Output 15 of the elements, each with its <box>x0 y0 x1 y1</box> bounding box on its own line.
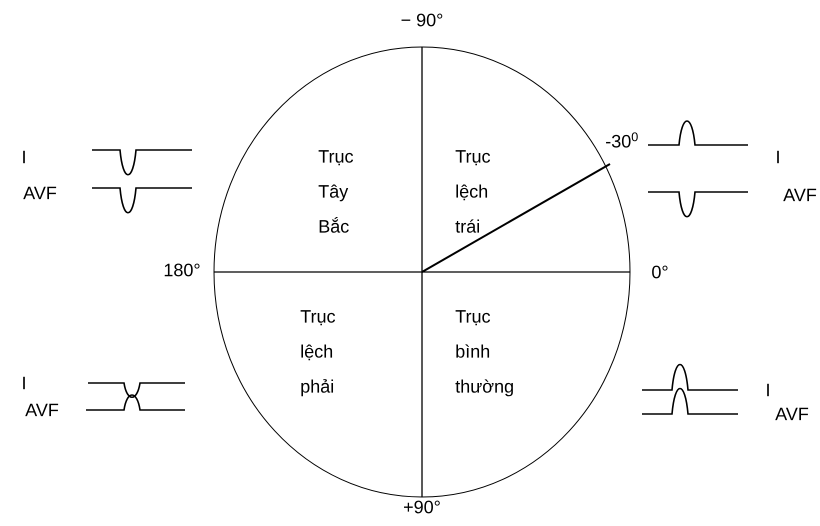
quadrant-label: Trục lệch phải <box>300 310 336 396</box>
degree-label: -30$^{0}$ <box>606 132 638 148</box>
quadrant-label: Trục bình thường <box>455 310 513 396</box>
degree-label: 0° <box>652 266 668 278</box>
degree-label: − 90° <box>402 14 442 26</box>
lead-label: AVF <box>783 188 816 202</box>
lead-label: AVF <box>23 186 56 200</box>
quadrant-label: Trục lệch trái <box>455 150 490 233</box>
lead-label: I <box>777 150 779 164</box>
lead-label: I <box>23 150 25 164</box>
lead-label: AVF <box>775 408 808 420</box>
lead-label: AVF <box>25 404 58 416</box>
lead-label: I <box>23 376 25 390</box>
lead-label: I <box>767 384 769 396</box>
quadrant-label: Trục Tây Bắc <box>318 150 354 233</box>
